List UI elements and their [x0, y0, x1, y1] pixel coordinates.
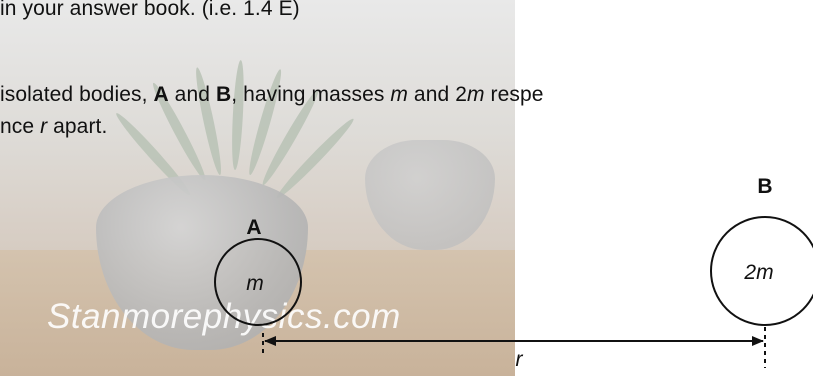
text-fragment: apart. — [47, 115, 108, 138]
watermark: Stanmorephysics.com — [47, 297, 401, 336]
text-fragment: , having masses — [231, 83, 391, 106]
background-photo — [0, 0, 515, 376]
body-a-label: A — [246, 216, 261, 239]
question-line-1: in your answer book. (i.e. 1.4 E) — [0, 0, 300, 20]
body-a-mass: m — [246, 272, 264, 295]
text-fragment: nce — [0, 115, 41, 138]
body-a-circle — [214, 238, 302, 326]
body-a-ref: A — [153, 83, 169, 106]
mass-variable: m — [390, 83, 408, 106]
blurred-pot — [365, 140, 495, 250]
body-b-ref: B — [215, 83, 232, 106]
distance-label: r — [516, 348, 524, 371]
question-line-3: nce r apart. — [0, 115, 107, 139]
plant-pot — [96, 175, 308, 350]
text-fragment: respe — [484, 83, 544, 106]
text-fragment: and 2 — [407, 83, 467, 106]
body-b-circle — [710, 216, 813, 326]
question-line-2: isolated bodies, A and B, having masses … — [0, 83, 544, 107]
body-b-label: B — [757, 175, 772, 198]
text-fragment: isolated bodies, — [0, 83, 154, 106]
text-fragment: and — [168, 83, 216, 106]
body-b-mass: 2m — [743, 261, 773, 284]
mass-variable: m — [466, 83, 485, 106]
distance-variable: r — [40, 115, 48, 138]
